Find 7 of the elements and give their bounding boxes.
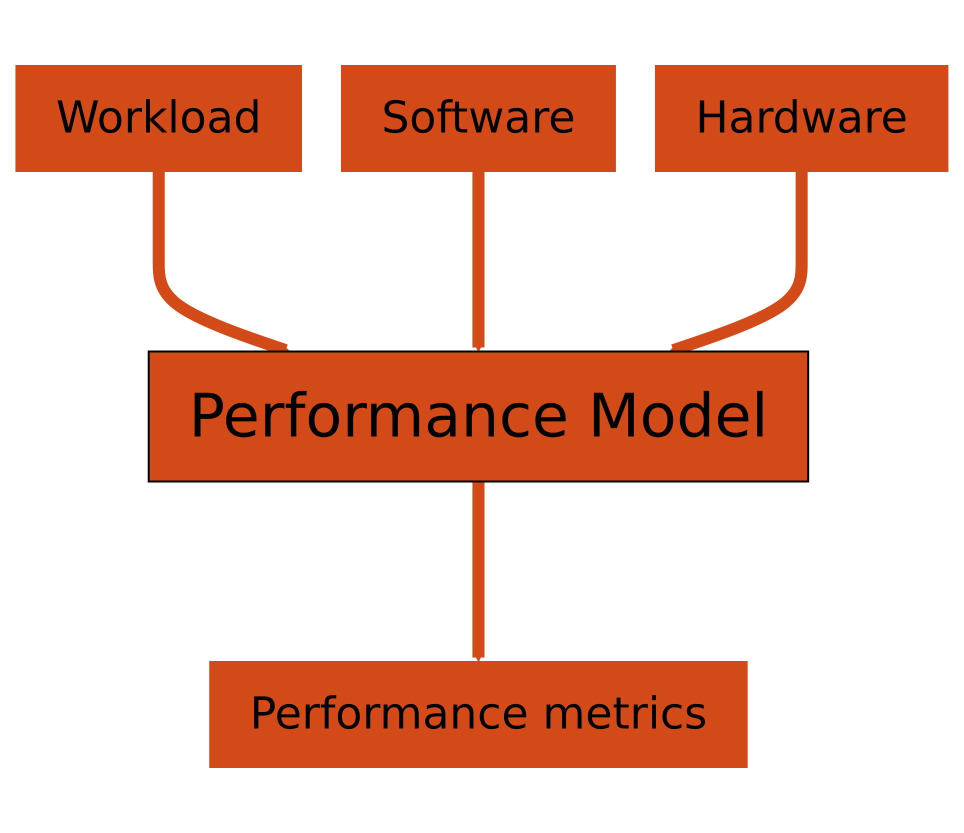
- node-box: Hardware: [655, 65, 948, 172]
- node-box: Performance metrics: [209, 661, 748, 768]
- node-box: Performance Model: [148, 350, 810, 482]
- node-box: Workload: [16, 65, 302, 172]
- node-box: Software: [341, 65, 616, 172]
- arrow: [472, 172, 485, 352]
- arrow: [472, 482, 485, 662]
